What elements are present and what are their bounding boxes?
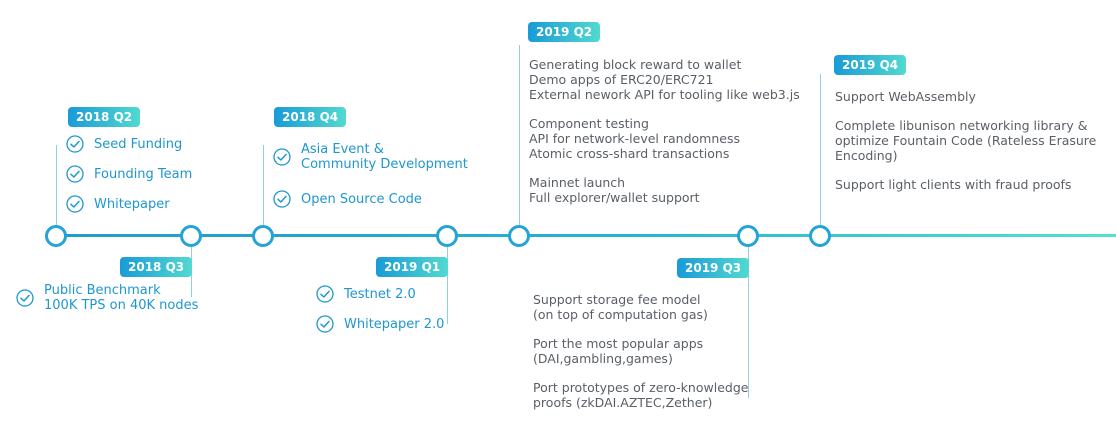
detail-line: API for network-level randomness [529,131,740,146]
quarter-badge-2019q4: 2019 Q4 [834,55,907,75]
check-circle-icon [16,289,34,307]
milestone-connector [748,246,749,398]
detail-line: Support light clients with fraud proofs [835,177,1072,192]
detail-line: Mainnet launch [529,175,626,190]
detail-line: Component testing [529,116,649,131]
milestone-item: Seed Funding [66,135,182,153]
detail-line: Full explorer/wallet support [529,190,700,205]
check-circle-icon [66,165,84,183]
quarter-badge-2019q2: 2019 Q2 [528,22,601,42]
check-circle-icon [66,195,84,213]
quarter-badge-2019q3: 2019 Q3 [677,258,750,278]
timeline-node-2019q1 [436,225,458,247]
detail-line: Generating block reward to wallet [529,57,742,72]
detail-line: Complete libunison networking library & [835,118,1088,133]
milestone-item-line: Asia Event & [301,142,384,157]
detail-group: Support light clients with fraud proofs [835,177,1096,192]
detail-group: Port the most popular apps(DAI,gambling,… [533,336,748,366]
check-circle-icon [273,148,291,166]
detail-line: Port prototypes of zero-knowledge [533,380,749,395]
milestone-connector [519,45,520,226]
milestone-item: Whitepaper 2.0 [316,315,444,333]
milestone-item: Founding Team [66,165,192,183]
quarter-badge-2018q3: 2018 Q3 [120,257,193,277]
check-circle-icon [316,315,334,333]
milestone-item-line: Community Development [301,157,468,172]
timeline-node-2019q3 [737,225,759,247]
quarter-badge-2019q1: 2019 Q1 [376,257,449,277]
milestone-connector [263,145,264,226]
detail-group: Support WebAssembly [835,89,1096,104]
timeline-node-2019q2 [508,225,530,247]
milestone-item-label: Testnet 2.0 [344,286,416,302]
milestone-item: Whitepaper [66,195,170,213]
milestone-connector [56,145,57,226]
milestone-item-line: Public Benchmark [44,283,161,298]
milestone-item-label: Open Source Code [301,191,422,207]
timeline-axis [50,234,1116,237]
detail-line: Port the most popular apps [533,336,704,351]
milestone-item-line: 100K TPS on 40K nodes [44,298,199,313]
detail-line: Support storage fee model [533,292,701,307]
milestone-item-label: Whitepaper [94,196,170,212]
milestone-item: Testnet 2.0 [316,285,416,303]
detail-line: proofs (zkDAI.AZTEC,Zether) [533,395,713,410]
detail-line: (on top of computation gas) [533,307,708,322]
milestone-item: Asia Event &Community Development [273,142,468,172]
milestone-item-label: Seed Funding [94,136,183,152]
milestone-item-label: Asia Event &Community Development [301,142,468,172]
detail-line: Demo apps of ERC20/ERC721 [529,72,714,87]
detail-line: optimize Fountain Code (Rateless Erasure [835,133,1097,148]
timeline-node-2019q4 [809,225,831,247]
detail-line: (DAI,gambling,games) [533,351,673,366]
timeline-node-2018q2 [45,225,67,247]
check-circle-icon [66,135,84,153]
milestone-item-label: Whitepaper 2.0 [344,316,445,332]
milestone-item: Open Source Code [273,190,422,208]
timeline-node-2018q4 [252,225,274,247]
timeline-node-2018q3 [180,225,202,247]
detail-group: Support storage fee model(on top of comp… [533,292,748,322]
detail-line: Encoding) [835,148,898,163]
milestone-details-2019q3: Support storage fee model(on top of comp… [533,292,748,424]
check-circle-icon [273,190,291,208]
milestone-connector [820,74,821,226]
quarter-badge-2018q2: 2018 Q2 [68,107,141,127]
detail-group: Complete libunison networking library &o… [835,118,1096,163]
check-circle-icon [316,285,334,303]
detail-line: Atomic cross-shard transactions [529,146,730,161]
quarter-badge-2018q4: 2018 Q4 [274,107,347,127]
detail-line: Support WebAssembly [835,89,976,104]
detail-line: External nework API for tooling like web… [529,87,800,102]
milestone-connector [447,246,448,324]
milestone-item-label: Founding Team [94,166,193,182]
